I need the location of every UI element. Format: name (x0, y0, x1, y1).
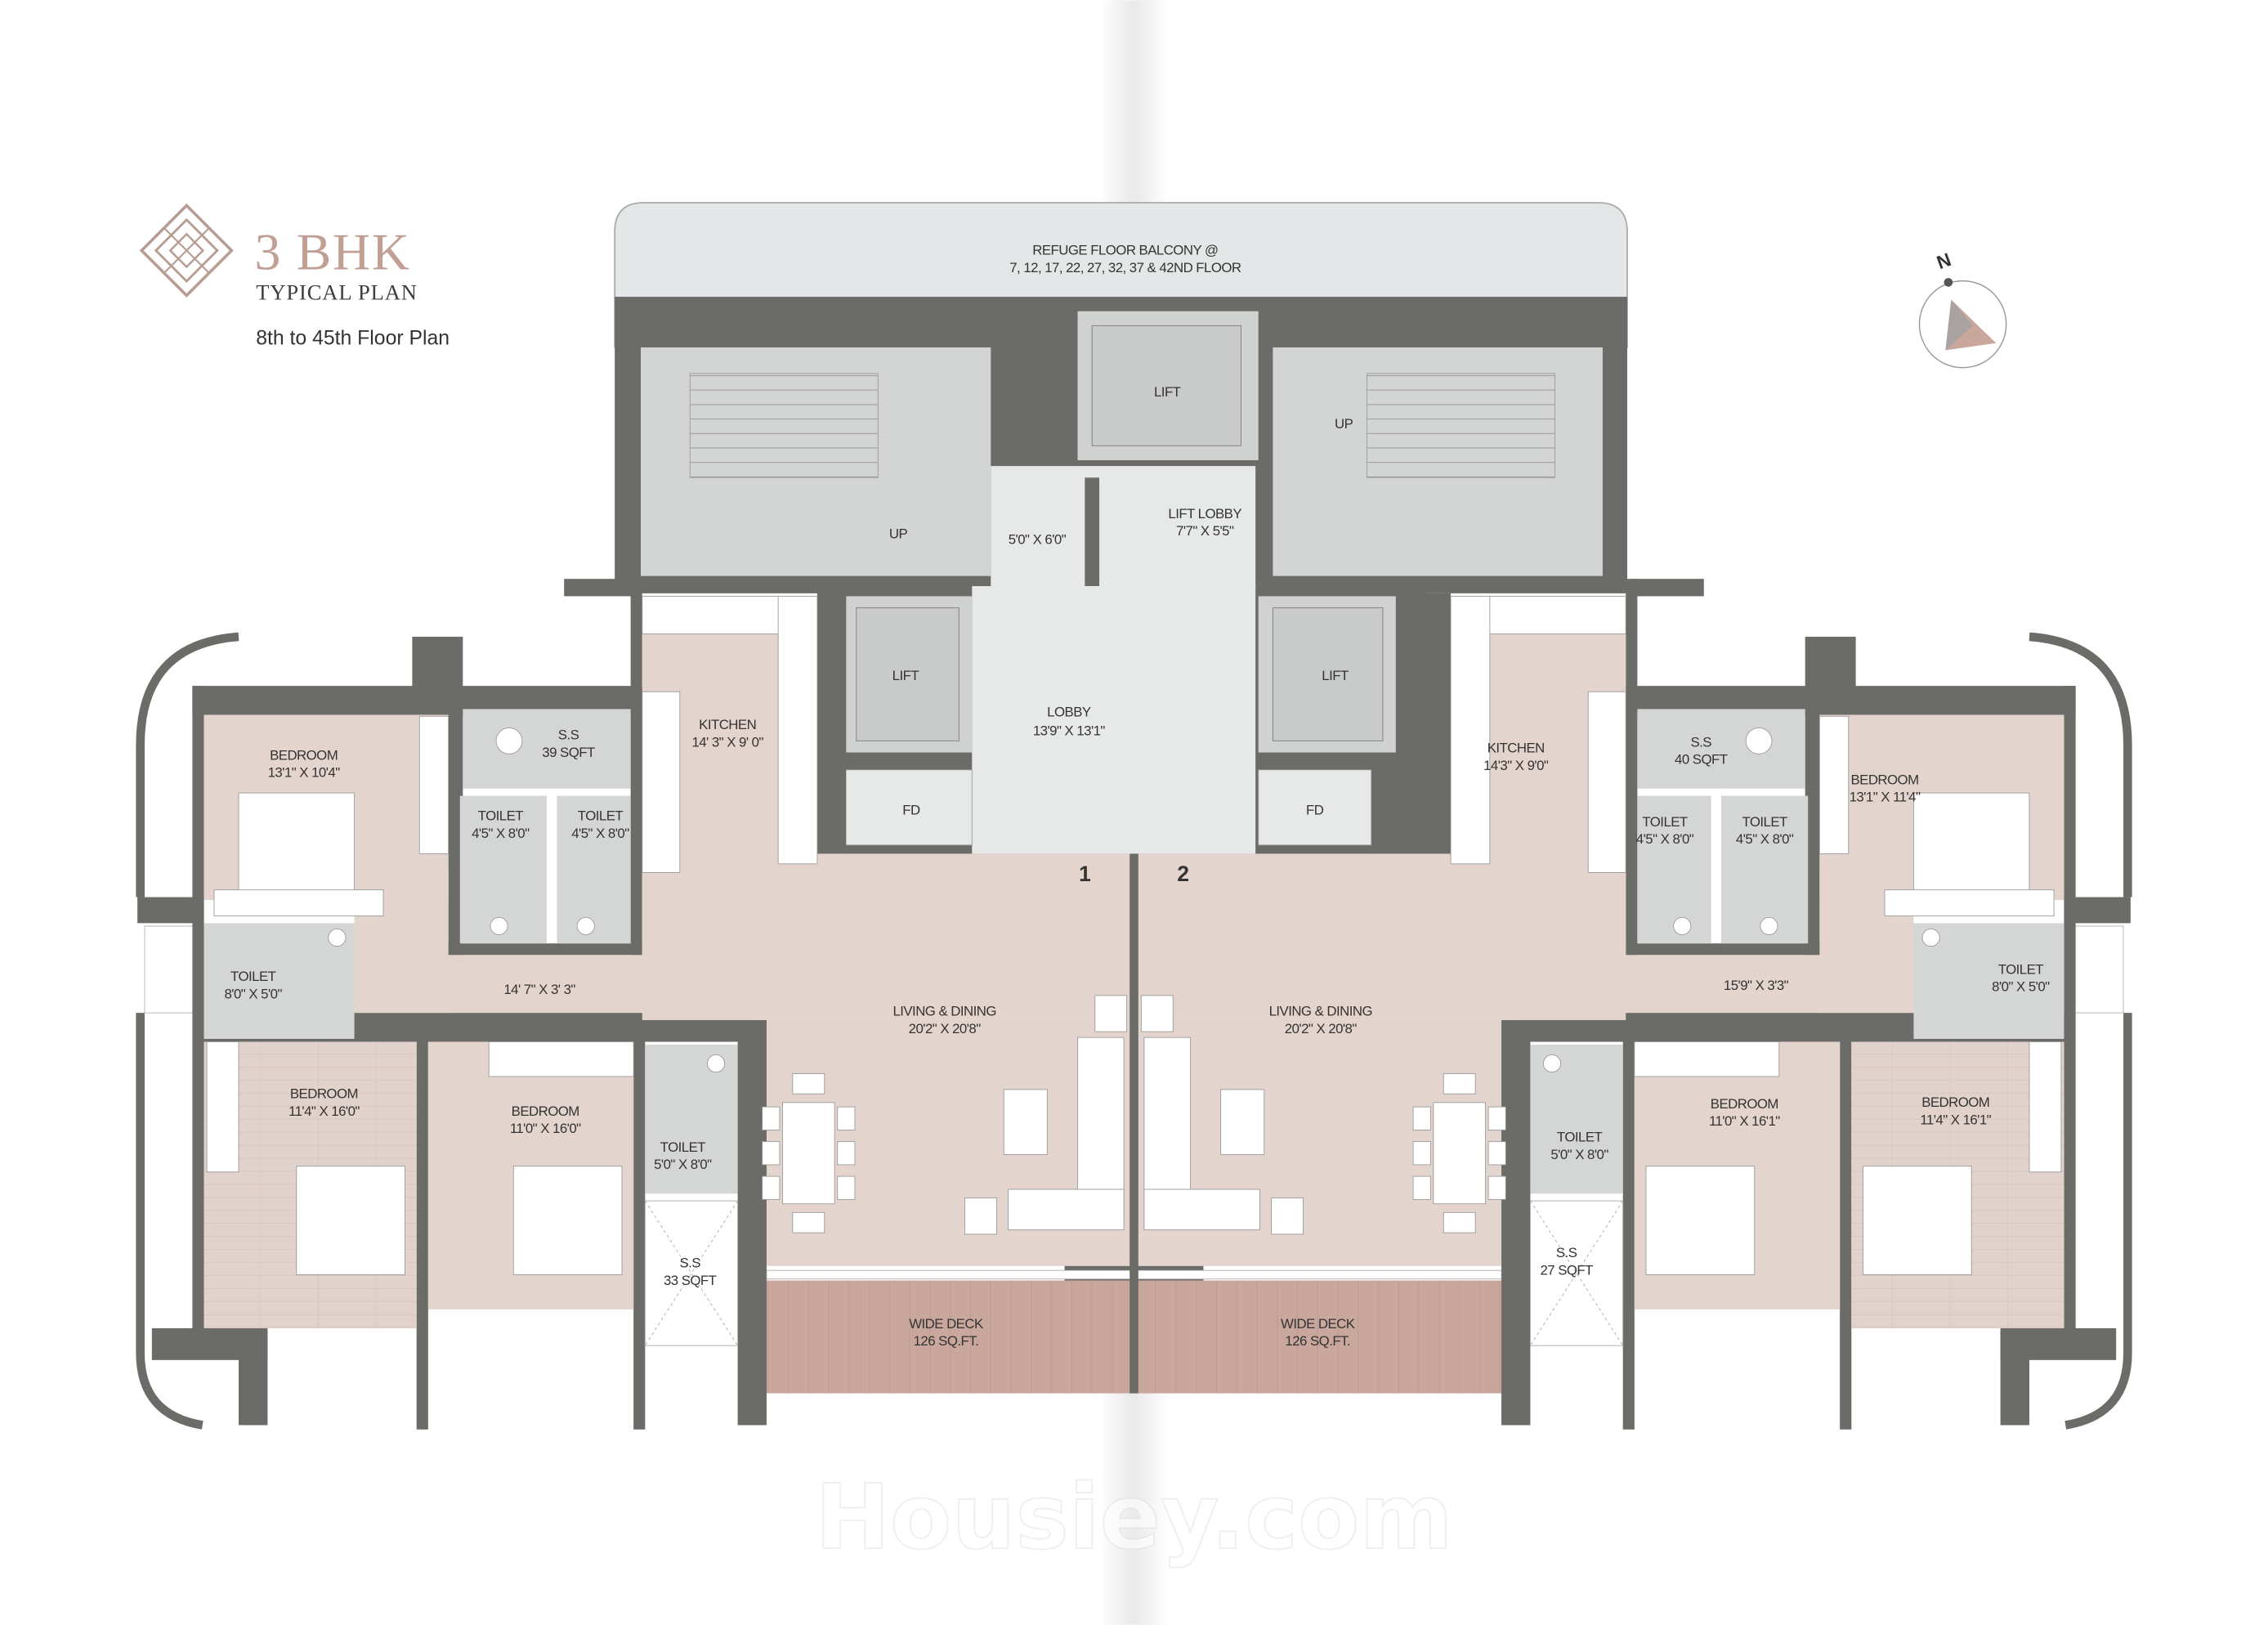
unit-1-kitchen-dimension: 14' 3" X 9' 0" (691, 734, 763, 750)
unit-1-toilet-dimension: 8'0" X 5'0" (225, 986, 283, 1001)
unit-number-1: 1 (1079, 862, 1091, 886)
stair-up-label: UP (889, 526, 908, 542)
compass-north-label: N (1934, 248, 1954, 273)
brand-logo-icon (139, 203, 234, 298)
watermark: Housiey.com (815, 1465, 1453, 1569)
north-arrow-icon: N (1918, 248, 2007, 369)
unit-1-toilet-label: TOILET (660, 1139, 706, 1155)
lift-lobby-dim: 7'7" X 5'5" (1176, 523, 1234, 539)
unit-2-kitchen-label: KITCHEN (1487, 741, 1545, 756)
unit-2-bedroom-label: BEDROOM (1850, 772, 1918, 787)
unit-1-toilet-dimension: 4'5" X 8'0" (472, 826, 530, 841)
unit-1-passage-dimension: 14' 7" X 3' 3" (503, 982, 575, 997)
unit-1-toilet-label: TOILET (578, 808, 624, 824)
unit-2-toilet-dimension: 4'5" X 8'0" (1636, 831, 1694, 847)
unit-1-bedroom-label: BEDROOM (512, 1103, 579, 1119)
unit-2-bedroom-label: BEDROOM (1711, 1096, 1778, 1112)
unit-1-toilet-label: TOILET (230, 969, 276, 984)
unit-1-toilet-dimension: 5'0" X 8'0" (654, 1157, 712, 1172)
unit-2-s-s-label: S.S (1556, 1245, 1577, 1260)
unit-2-wide-deck-label: WIDE DECK (1281, 1316, 1356, 1332)
unit-1-living-dining-dimension: 20'2" X 20'8" (909, 1021, 982, 1036)
unit-number-2: 2 (1177, 862, 1189, 886)
unit-2-living-dining-label: LIVING & DINING (1269, 1004, 1372, 1019)
unit-1-bedroom-label: BEDROOM (290, 1086, 358, 1102)
unit-2-s-s-label: S.S (1691, 734, 1712, 750)
unit-2-bedroom-dimension: 11'4" X 16'1" (1920, 1112, 1991, 1127)
unit-2-bedroom-dimension: 11'0" X 16'1" (1709, 1113, 1780, 1129)
lift-lobby-label: LIFT LOBBY (1168, 506, 1241, 522)
lift-label: LIFT (892, 668, 919, 683)
unit-2-toilet-label: TOILET (1998, 961, 2044, 977)
unit-2-toilet-label: TOILET (1742, 814, 1787, 830)
unit-2-bedroom-label: BEDROOM (1921, 1095, 1989, 1110)
unit-1-bedroom-dimension: 11'4" X 16'0" (289, 1103, 360, 1119)
refuge-label: REFUGE FLOOR BALCONY @ (1032, 243, 1218, 258)
stair-up-label: UP (1335, 416, 1353, 432)
fd-label: FD (1306, 803, 1324, 818)
unit-1-s-s-label: S.S (679, 1256, 700, 1271)
unit-2-kitchen-dimension: 14'3" X 9'0" (1483, 758, 1549, 773)
party-wall (1130, 853, 1138, 1394)
unit-2-s-s-dimension: 40 SQFT (1675, 752, 1728, 768)
unit-2-toilet-dimension: 8'0" X 5'0" (1992, 979, 2050, 995)
floor-range: 8th to 45th Floor Plan (256, 327, 450, 349)
unit-2-toilet-label: TOILET (1557, 1130, 1603, 1145)
unit-2-s-s-dimension: 27 SQFT (1540, 1262, 1593, 1278)
unit-2-toilet-dimension: 5'0" X 8'0" (1550, 1147, 1608, 1162)
unit-2-passage-dimension: 15'9" X 3'3" (1724, 978, 1789, 993)
unit-2-wide-deck-dimension: 126 SQ.FT. (1285, 1333, 1350, 1349)
unit-2-toilet-label: TOILET (1642, 814, 1688, 830)
lobby-label: LOBBY (1047, 704, 1091, 719)
lobby-dim: 13'9" X 13'1" (1033, 723, 1106, 738)
unit-2-toilet-dimension: 4'5" X 8'0" (1736, 831, 1794, 847)
unit-1-s-s-label: S.S (558, 727, 579, 743)
refuge-floors: 7, 12, 17, 22, 27, 32, 37 & 42ND FLOOR (1009, 260, 1241, 275)
plan-title: 3 BHK (254, 222, 410, 280)
unit-1-toilet-dimension: 4'5" X 8'0" (571, 826, 629, 841)
lift-label: LIFT (1154, 384, 1181, 400)
plan-subtitle: TYPICAL PLAN (256, 280, 418, 305)
unit-1-bedroom-dimension: 13'1" X 10'4" (268, 765, 341, 781)
unit-1-wide-deck-label: WIDE DECK (909, 1316, 984, 1332)
fd-label: FD (902, 803, 920, 818)
unit-1-living-dining-label: LIVING & DINING (892, 1004, 995, 1019)
unit-2-bedroom-dimension: 13'1" X 11'4" (1850, 790, 1921, 805)
lobby (972, 586, 1256, 854)
unit-1-toilet-label: TOILET (478, 808, 524, 824)
unit-1-kitchen-label: KITCHEN (699, 717, 756, 732)
unit-1-bedroom-label: BEDROOM (270, 747, 338, 763)
unit-1-s-s-dimension: 39 SQFT (542, 745, 595, 760)
unit-1-s-s-dimension: 33 SQFT (664, 1273, 717, 1288)
unit-1-bedroom-dimension: 11'0" X 16'0" (510, 1121, 581, 1136)
lift-label: LIFT (1322, 668, 1349, 683)
passage-dim: 5'0" X 6'0" (1009, 532, 1067, 548)
unit-1-wide-deck-dimension: 126 SQ.FT. (914, 1333, 979, 1349)
unit-2-living-dining-dimension: 20'2" X 20'8" (1285, 1021, 1358, 1036)
